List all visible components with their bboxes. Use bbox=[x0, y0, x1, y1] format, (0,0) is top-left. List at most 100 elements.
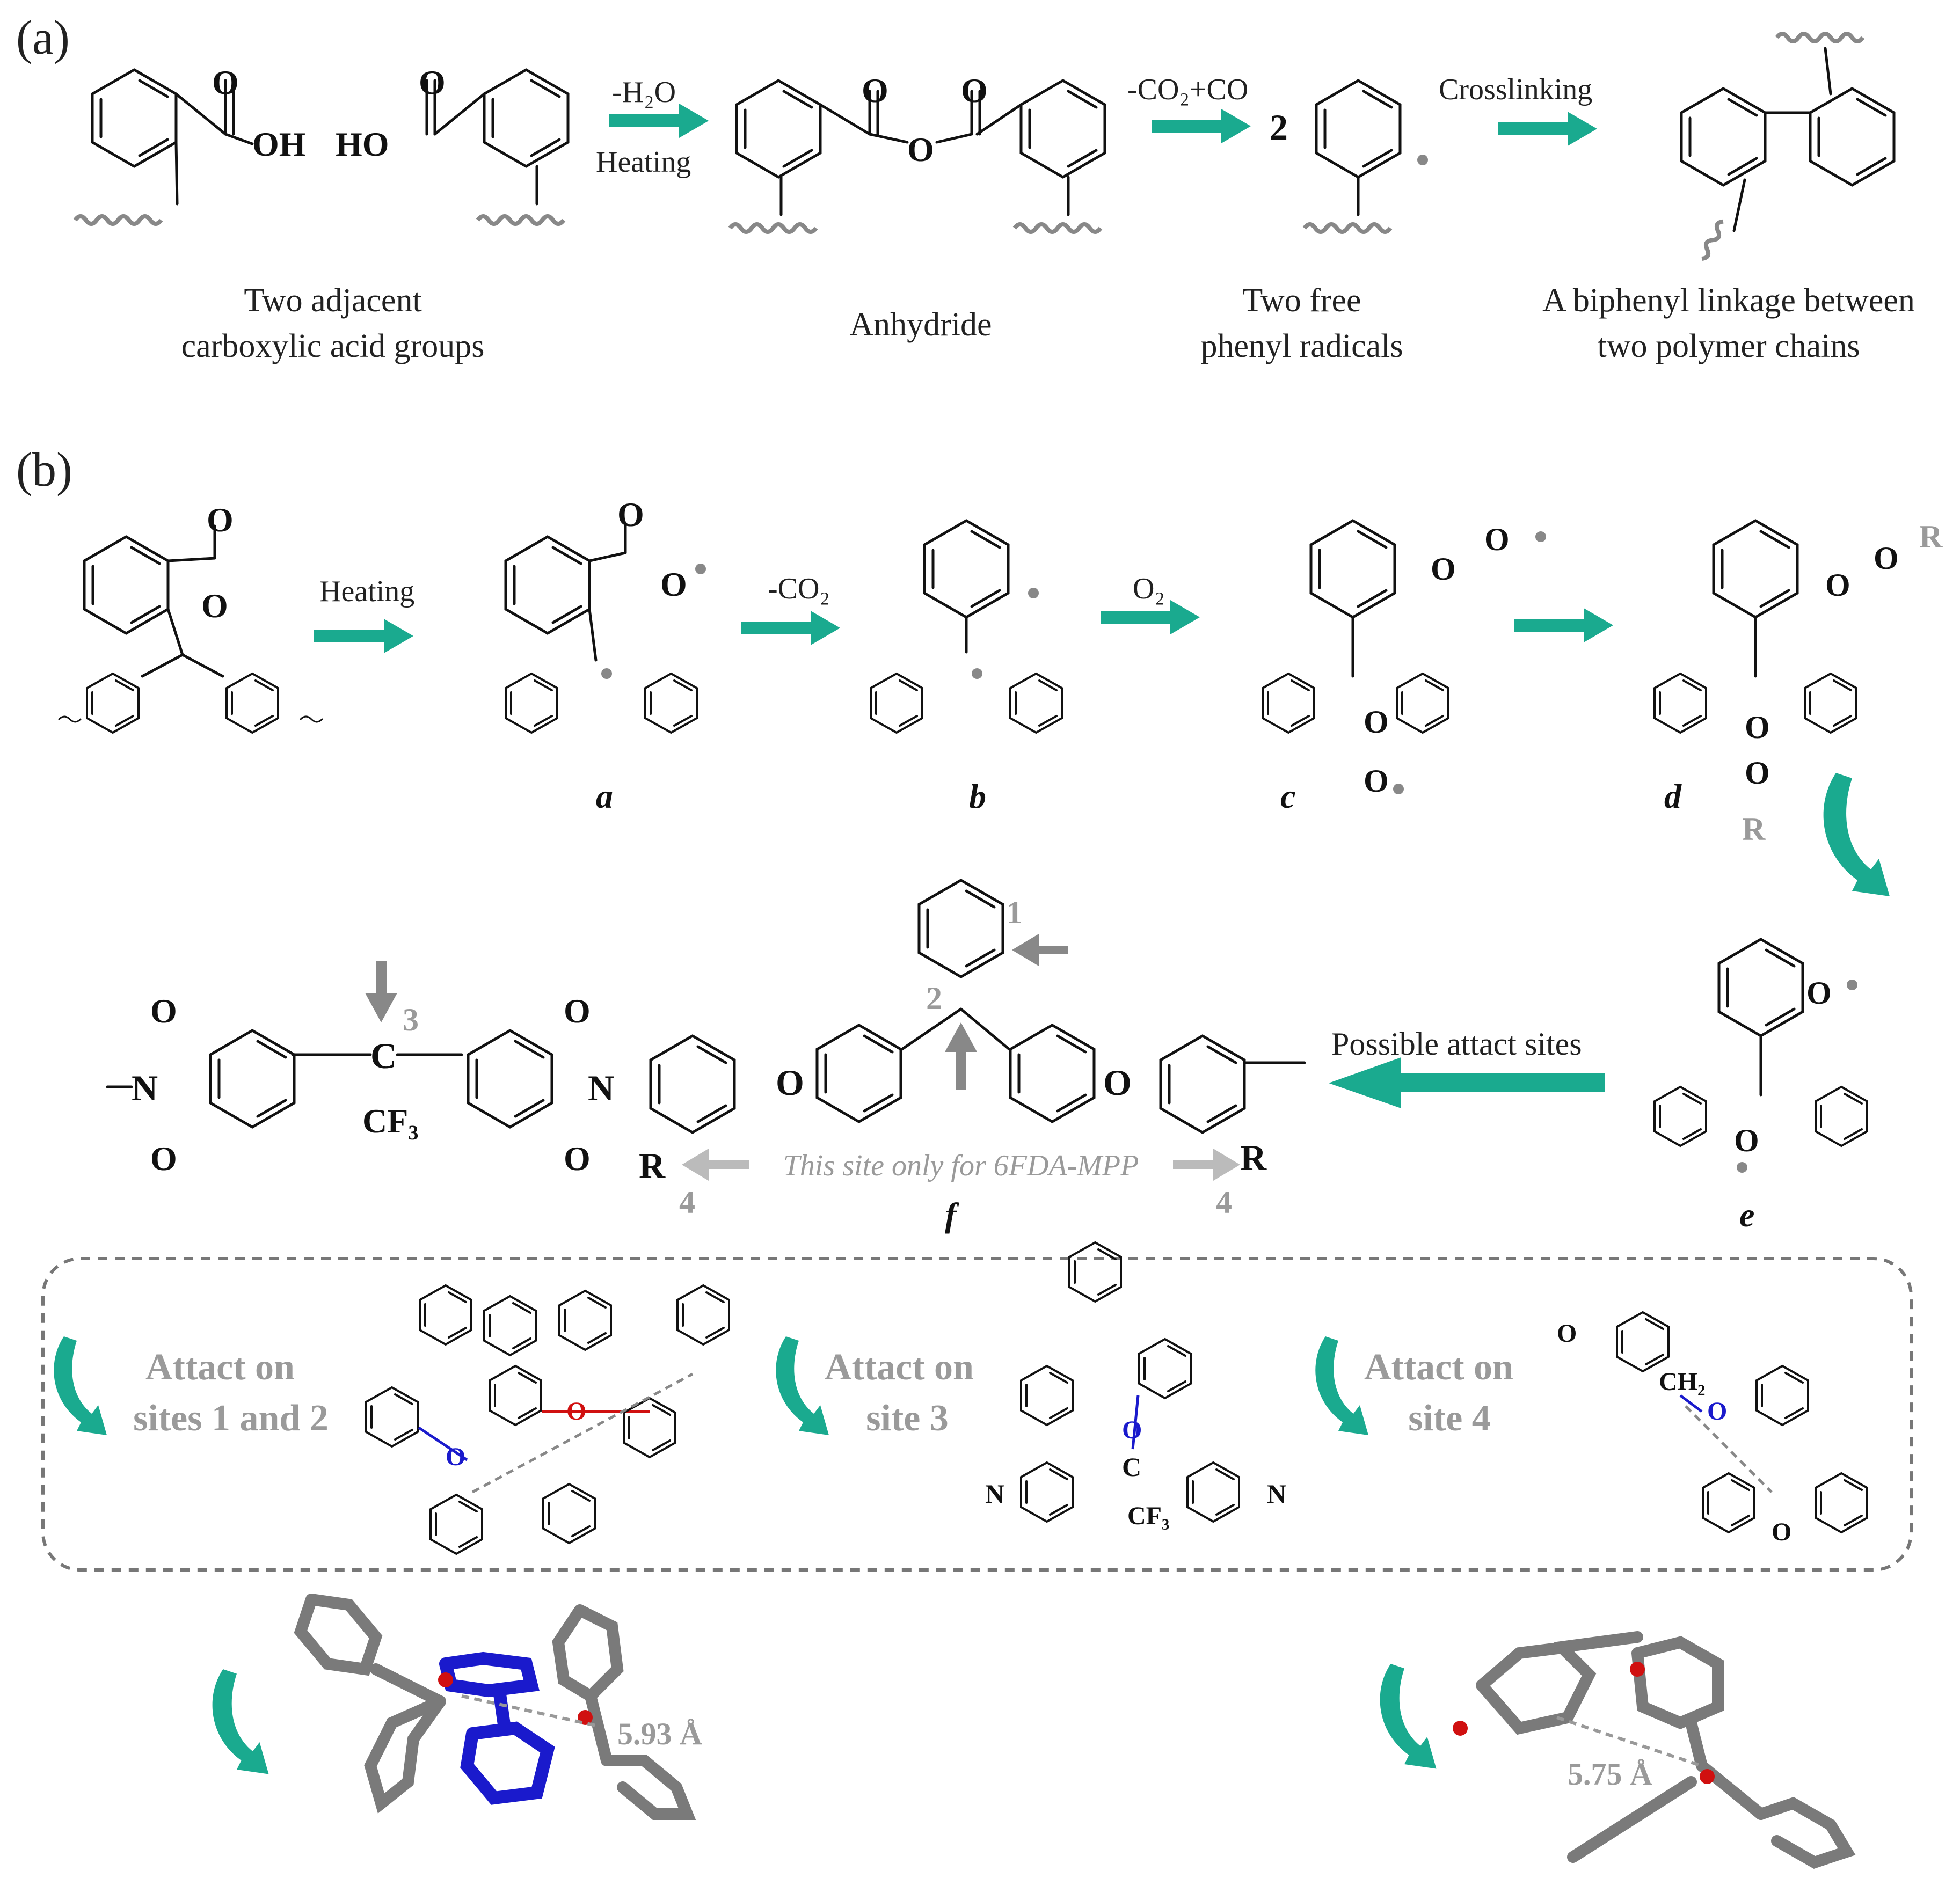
site-4-left: 4 bbox=[679, 1185, 695, 1220]
acid-o-2: O bbox=[419, 63, 446, 101]
acid-oh: OH bbox=[252, 125, 306, 163]
attack-2-line2: site 3 bbox=[866, 1398, 949, 1439]
label-c: c bbox=[1280, 777, 1295, 815]
arrow-b3-top: O₂ bbox=[1133, 572, 1165, 605]
c-o1: O bbox=[1431, 551, 1456, 587]
f-c-center: C bbox=[370, 1035, 397, 1076]
polymer-f: N O O C CF₃ O O N O O R R f bbox=[106, 880, 1306, 1234]
caption-1-line1: Two adjacent bbox=[244, 282, 421, 319]
attack-3-line2: site 4 bbox=[1408, 1398, 1491, 1439]
attack-site-4: Attact on site 4 O CH₂ O O bbox=[1315, 1311, 1868, 1546]
site-markers: 1 2 3 4 4 This site only for 6FDA-MPP bbox=[365, 895, 1240, 1220]
distance-2: 5.75 Å bbox=[1568, 1757, 1652, 1792]
caption-acid: Two adjacent carboxylic acid groups bbox=[181, 282, 485, 364]
arrow-b-co2: -CO₂ bbox=[741, 572, 840, 645]
e-o1: O bbox=[1806, 975, 1832, 1011]
a-o-carbonyl: O bbox=[617, 495, 644, 533]
c-o3: O bbox=[1364, 704, 1389, 740]
attack-3-o-top: O bbox=[1557, 1319, 1577, 1348]
compound-c: O O O O c bbox=[1262, 521, 1546, 815]
site-note: This site only for 6FDA-MPP bbox=[783, 1149, 1139, 1182]
model-site-4: 5.75 Å bbox=[1380, 1631, 1856, 1869]
model-sites-1-2: 5.93 Å bbox=[212, 1594, 702, 1820]
acid-ho: HO bbox=[336, 125, 389, 163]
f-o-ether-1: O bbox=[776, 1062, 804, 1103]
arrow-b-heating: Heating bbox=[314, 575, 414, 653]
anhydride-o-bridge: O bbox=[907, 130, 934, 169]
arrow-1-top: -H₂O bbox=[612, 76, 676, 109]
site-2: 2 bbox=[926, 981, 942, 1016]
f-r-left: R bbox=[639, 1145, 666, 1186]
attack-2-cf3: CF₃ bbox=[1127, 1502, 1169, 1530]
site-3: 3 bbox=[403, 1002, 419, 1037]
f-n-right: N bbox=[588, 1068, 614, 1108]
label-e: e bbox=[1739, 1196, 1754, 1234]
caption-1-line2: carboxylic acid groups bbox=[181, 328, 485, 364]
arrow-d-to-e bbox=[1823, 773, 1890, 896]
f-o-2: O bbox=[150, 1139, 177, 1178]
caption-radicals: Two free phenyl radicals bbox=[1200, 282, 1403, 364]
d-o1: O bbox=[1825, 567, 1850, 603]
attack-2-n-right: N bbox=[1267, 1479, 1286, 1509]
caption-3-line1: Two free bbox=[1242, 282, 1361, 319]
attack-3-line1: Attact on bbox=[1364, 1347, 1513, 1388]
attack-1-o-blue: O bbox=[446, 1443, 465, 1471]
compound-d: O O R O O R d bbox=[1653, 519, 1943, 847]
attack-3-o-blue: O bbox=[1707, 1397, 1727, 1426]
label-f: f bbox=[945, 1196, 959, 1234]
panel-a-label: (a) bbox=[16, 11, 70, 64]
attack-3-o-bottom: O bbox=[1772, 1518, 1791, 1546]
lactone-o-ring: O bbox=[201, 587, 228, 625]
arrow-dehydration: -H₂O Heating bbox=[596, 76, 709, 179]
attack-site-3: Attact on site 3 O C CF₃ N N bbox=[776, 1241, 1286, 1530]
arrow-crosslinking: Crosslinking bbox=[1439, 73, 1597, 146]
d-r-bottom: R bbox=[1742, 812, 1766, 847]
arrow-3-top: Crosslinking bbox=[1439, 73, 1592, 106]
lactone-structure: O O bbox=[58, 501, 323, 734]
caption-4-line1: A biphenyl linkage between bbox=[1542, 282, 1915, 319]
attack-2-line1: Attact on bbox=[825, 1347, 974, 1388]
attack-1-line1: Attact on bbox=[145, 1347, 295, 1388]
coefficient-2: 2 bbox=[1270, 107, 1288, 148]
f-cf3: CF₃ bbox=[362, 1102, 419, 1140]
f-o-ether-2: O bbox=[1103, 1062, 1132, 1103]
a-o-radical: O bbox=[660, 565, 687, 603]
arrow-decarboxylation: -CO₂+CO bbox=[1127, 73, 1251, 143]
compound-e: O O e bbox=[1653, 939, 1868, 1234]
arrow-b-o2: O₂ bbox=[1101, 572, 1200, 634]
caption-4-line2: two polymer chains bbox=[1597, 328, 1860, 364]
attack-1-line2: sites 1 and 2 bbox=[133, 1398, 329, 1439]
compound-a: O O a bbox=[506, 495, 706, 815]
f-o-4: O bbox=[564, 1139, 591, 1178]
attack-3-ch2: CH₂ bbox=[1659, 1368, 1705, 1396]
d-r-top: R bbox=[1919, 519, 1943, 554]
arrow-b-4 bbox=[1514, 608, 1613, 642]
f-n-left: N bbox=[132, 1068, 158, 1108]
f-r-right: R bbox=[1240, 1137, 1267, 1178]
lactone-o-carbonyl: O bbox=[207, 501, 234, 539]
attack-2-c: C bbox=[1122, 1452, 1141, 1482]
arrow-2-top: -CO₂+CO bbox=[1127, 73, 1248, 106]
biphenyl-structure bbox=[1681, 34, 1894, 261]
attack-sites-1-2: Attact on sites 1 and 2 O O bbox=[54, 1284, 730, 1555]
anhydride-o-1: O bbox=[862, 71, 888, 109]
site-4-right: 4 bbox=[1216, 1185, 1232, 1220]
arrow-b2-top: -CO₂ bbox=[768, 572, 830, 605]
acid-pair-structure: O OH O HO bbox=[75, 63, 568, 224]
caption-3-line2: phenyl radicals bbox=[1200, 328, 1403, 364]
d-o3: O bbox=[1745, 710, 1770, 745]
phenyl-radical-structure bbox=[1305, 81, 1428, 232]
panel-b-label: (b) bbox=[16, 443, 72, 496]
arrow-b1-top: Heating bbox=[319, 575, 414, 608]
arrow-1-bottom: Heating bbox=[596, 145, 691, 179]
arrow-possible-sites: Possible attact sites bbox=[1329, 1026, 1605, 1108]
anhydride-structure: O O O bbox=[730, 71, 1105, 232]
d-o2: O bbox=[1874, 540, 1899, 576]
d-o4: O bbox=[1745, 755, 1770, 791]
attack-box-border bbox=[41, 1257, 1913, 1572]
attack-2-n-left: N bbox=[985, 1479, 1004, 1509]
f-o-1: O bbox=[150, 992, 177, 1030]
attack-2-o-blue: O bbox=[1122, 1416, 1142, 1444]
label-b: b bbox=[969, 777, 986, 815]
